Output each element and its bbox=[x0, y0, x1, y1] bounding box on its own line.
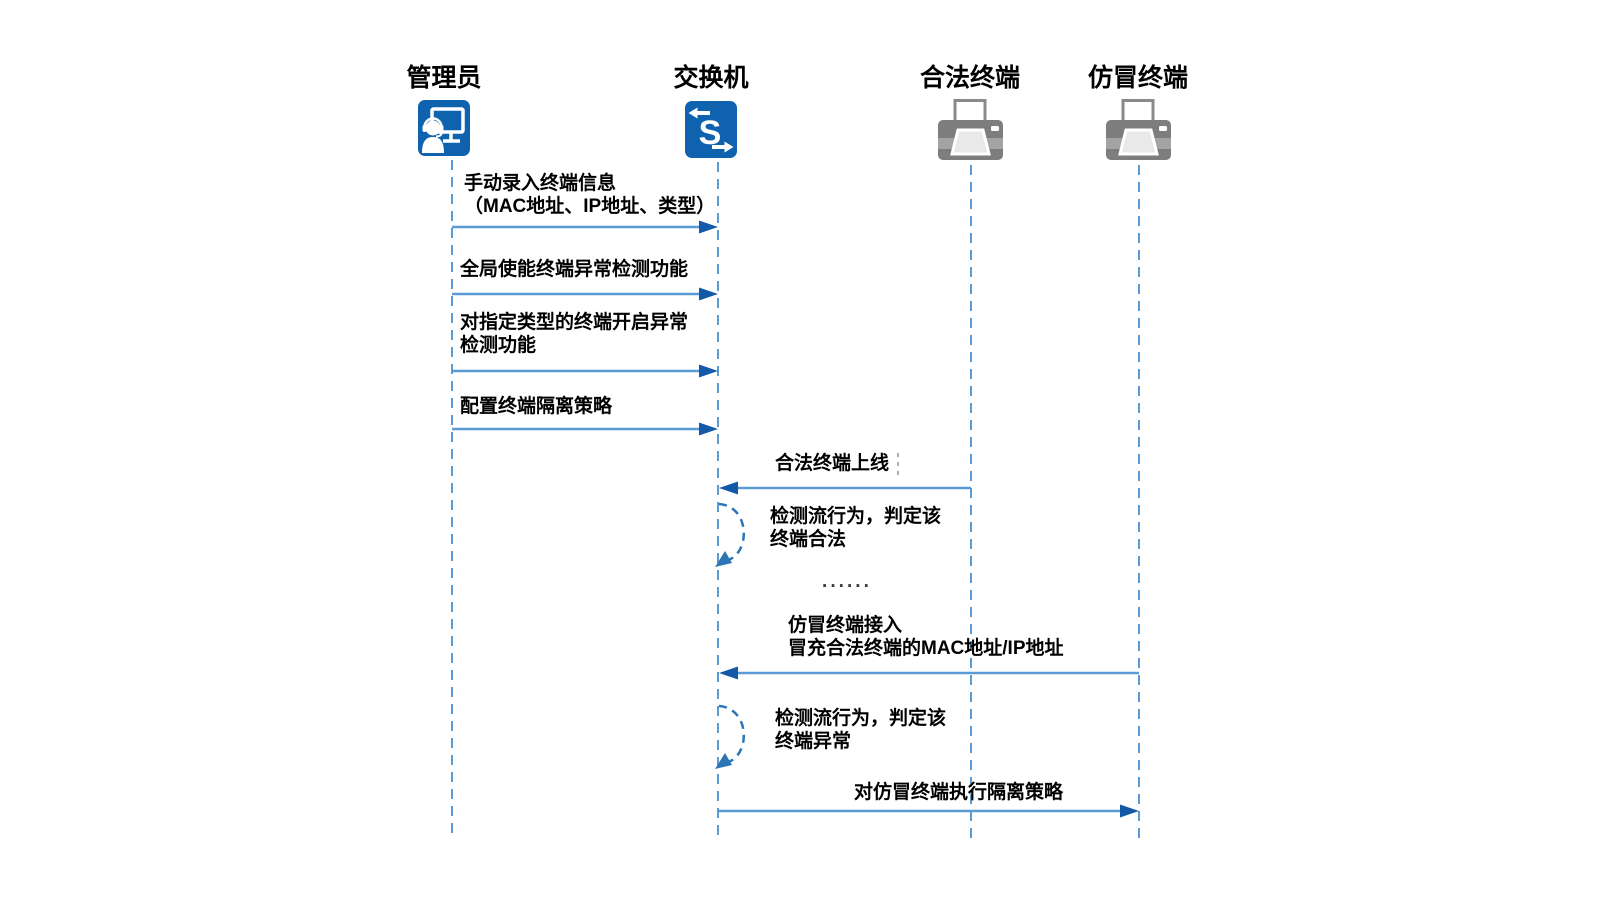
message-4-arrowhead-icon bbox=[699, 422, 718, 436]
message-8-label: 仿冒终端接入 冒充合法终端的MAC地址/IP地址 bbox=[788, 614, 1064, 660]
message-8-label-line2: 冒充合法终端的MAC地址/IP地址 bbox=[788, 638, 1064, 659]
message-3-label-line2: 检测功能 bbox=[460, 335, 537, 356]
switch-icon: S bbox=[685, 101, 737, 158]
message-1-label-line2: （MAC地址、IP地址、类型） bbox=[464, 196, 716, 217]
message-10-arrowhead-icon bbox=[1120, 804, 1139, 818]
self-loop-1-path bbox=[718, 502, 746, 563]
self-loop-2-label-line2: 终端异常 bbox=[775, 731, 852, 752]
message-10-label: 对仿冒终端执行隔离策略 bbox=[854, 781, 1063, 804]
self-loop-1-label: 检测流行为，判定该 终端合法 bbox=[770, 505, 941, 551]
message-5-arrowhead-icon bbox=[719, 481, 738, 495]
message-5-label: 合法终端上线 bbox=[775, 452, 889, 475]
message-4-label-line1: 配置终端隔离策略 bbox=[460, 396, 613, 417]
printer-tray bbox=[1118, 128, 1159, 156]
message-2-label-line1: 全局使能终端异常检测功能 bbox=[460, 259, 689, 280]
monitor-icon bbox=[430, 107, 465, 134]
switch-arrow-left-icon bbox=[688, 107, 698, 119]
message-5-label-line1: 合法终端上线 bbox=[775, 453, 890, 474]
self-loop-2-label-line1: 检测流行为，判定该 bbox=[775, 708, 947, 729]
message-1-label-line1: 手动录入终端信息 bbox=[464, 173, 617, 194]
message-2-arrowhead-icon bbox=[699, 287, 718, 301]
admin-icon bbox=[418, 100, 470, 156]
printer-led bbox=[1159, 126, 1167, 131]
message-8-arrowhead-icon bbox=[719, 666, 738, 680]
printer-led bbox=[991, 126, 999, 131]
ellipsis-label: ······ bbox=[822, 576, 872, 597]
person-body bbox=[422, 137, 444, 153]
headset-ear-left bbox=[422, 125, 427, 132]
switch-icon-bg bbox=[685, 101, 737, 158]
message-3-arrowhead-icon bbox=[699, 364, 718, 378]
printer-icon-legit bbox=[938, 99, 1003, 160]
headset-mic bbox=[435, 130, 443, 138]
message-1-label: 手动录入终端信息 （MAC地址、IP地址、类型） bbox=[464, 172, 715, 218]
message-3-label-line1: 对指定类型的终端开启异常 bbox=[460, 312, 689, 333]
self-loop-2-label: 检测流行为，判定该 终端异常 bbox=[775, 707, 946, 753]
actor-label-rogue: 仿冒终端 bbox=[1087, 64, 1189, 92]
printer-tray bbox=[950, 128, 991, 156]
printer-icon-rogue bbox=[1106, 99, 1171, 160]
self-loop-1-label-line2: 终端合法 bbox=[770, 529, 847, 550]
headset-band bbox=[423, 117, 443, 128]
self-loop-1-arrowhead-icon bbox=[715, 551, 732, 567]
self-loop-2-path bbox=[718, 704, 746, 765]
switch-glyph: S bbox=[699, 114, 722, 152]
headset-ear-right bbox=[439, 125, 444, 132]
switch-arrow-right-icon bbox=[724, 141, 734, 153]
person-head bbox=[425, 120, 441, 136]
actor-label-admin: 管理员 bbox=[406, 64, 482, 92]
message-3-label: 对指定类型的终端开启异常 检测功能 bbox=[460, 311, 688, 357]
actor-label-legit: 合法终端 bbox=[919, 64, 1021, 92]
message-2-label: 全局使能终端异常检测功能 bbox=[460, 258, 688, 281]
message-8-label-line1: 仿冒终端接入 bbox=[788, 615, 903, 636]
self-loop-1-label-line1: 检测流行为，判定该 bbox=[770, 506, 942, 527]
self-loop-2-arrowhead-icon bbox=[715, 753, 732, 769]
actor-label-switch: 交换机 bbox=[673, 64, 749, 92]
message-1-arrowhead-icon bbox=[699, 220, 718, 234]
message-10-label-line1: 对仿冒终端执行隔离策略 bbox=[854, 782, 1064, 803]
message-4-label: 配置终端隔离策略 bbox=[460, 395, 612, 418]
